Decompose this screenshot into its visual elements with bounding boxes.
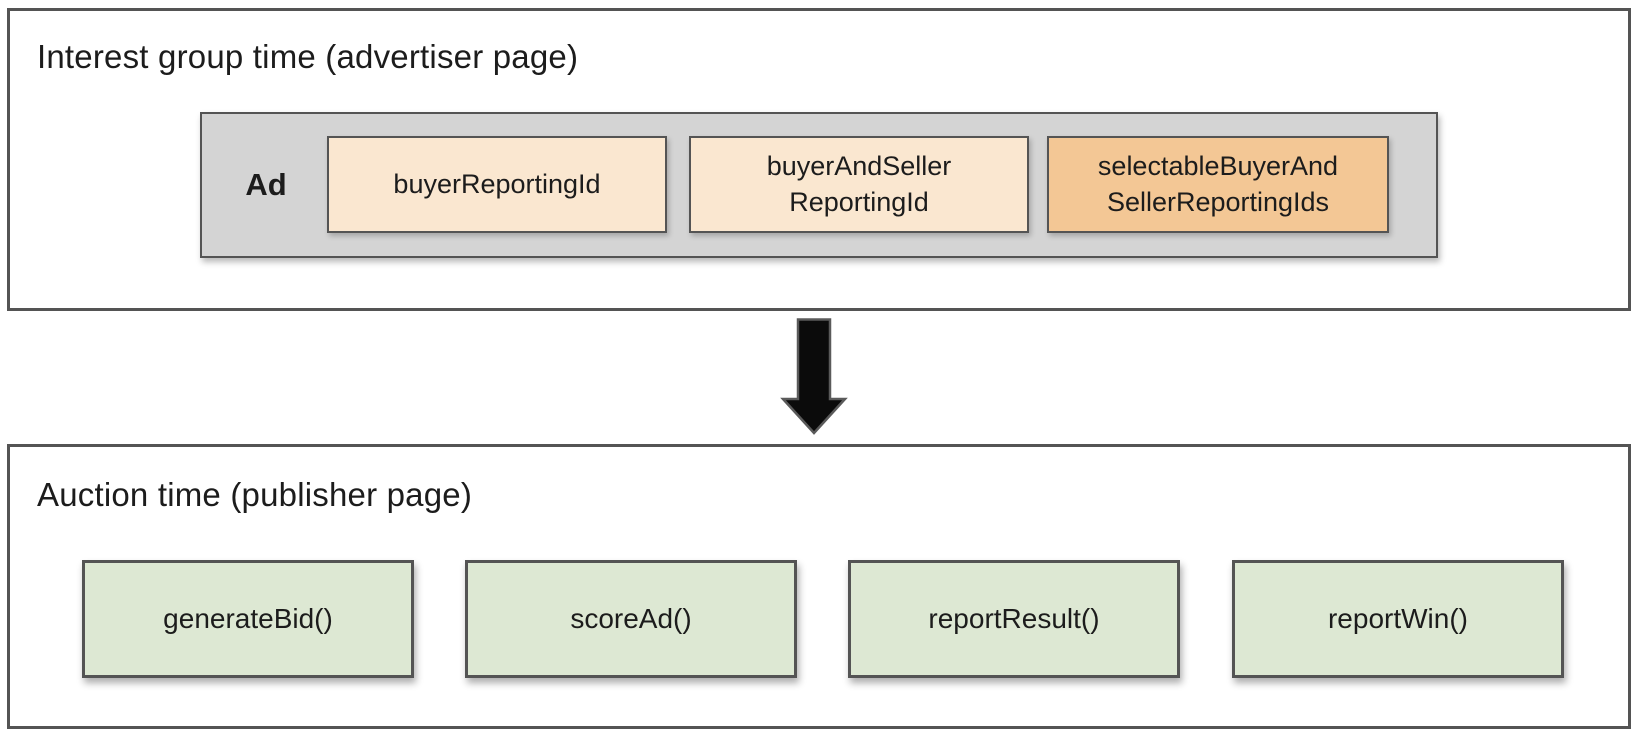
generate-bid-box: generateBid() xyxy=(82,560,414,678)
selectable-buyer-and-seller-reporting-ids-box: selectableBuyerAnd SellerReportingIds xyxy=(1047,136,1389,233)
down-arrow-icon xyxy=(780,318,848,435)
buyer-reporting-id-label: buyerReportingId xyxy=(393,168,601,199)
buyer-reporting-id-box: buyerReportingId xyxy=(327,136,667,233)
buyer-and-seller-reporting-id-label: buyerAndSeller ReportingId xyxy=(766,151,952,217)
report-win-label: reportWin() xyxy=(1327,603,1468,634)
buyer-and-seller-reporting-id-box: buyerAndSeller ReportingId xyxy=(689,136,1029,233)
report-win-box: reportWin() xyxy=(1232,560,1564,678)
report-result-box: reportResult() xyxy=(848,560,1180,678)
interest-group-panel: Interest group time (advertiser page) Ad… xyxy=(7,8,1631,311)
generate-bid-label: generateBid() xyxy=(163,603,333,634)
ad-container: Ad buyerReportingId buyerAndSeller Repor… xyxy=(200,112,1438,258)
score-ad-box: scoreAd() xyxy=(465,560,797,678)
interest-group-panel-title: Interest group time (advertiser page) xyxy=(37,38,579,75)
auction-panel-title: Auction time (publisher page) xyxy=(37,476,473,513)
auction-panel: Auction time (publisher page) generateBi… xyxy=(7,444,1631,729)
selectable-buyer-and-seller-reporting-ids-label: selectableBuyerAnd SellerReportingIds xyxy=(1097,151,1339,217)
report-result-label: reportResult() xyxy=(928,603,1100,634)
ad-label: Ad xyxy=(245,167,287,202)
score-ad-label: scoreAd() xyxy=(570,603,692,634)
